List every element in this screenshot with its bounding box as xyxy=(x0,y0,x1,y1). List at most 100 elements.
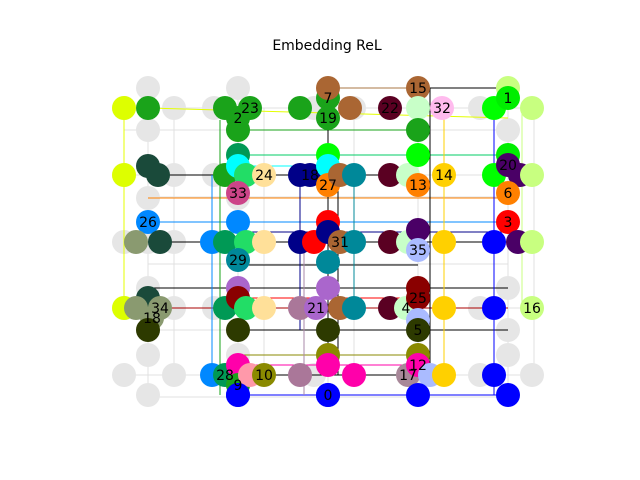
embedded-node xyxy=(406,218,430,242)
embedded-node xyxy=(378,163,402,187)
embedded-node xyxy=(432,230,456,254)
embedded-node xyxy=(520,163,544,187)
embedded-node xyxy=(496,181,520,205)
embedded-node xyxy=(226,118,250,142)
embedded-node xyxy=(520,96,544,120)
embedded-node xyxy=(406,118,430,142)
node-label: 27 xyxy=(319,178,337,194)
lattice-node xyxy=(136,383,160,407)
lattice-node xyxy=(496,118,520,142)
embedded-node xyxy=(432,163,456,187)
embedded-node xyxy=(226,318,250,342)
embedded-node xyxy=(234,296,258,320)
lattice-node xyxy=(112,363,136,387)
node-label: 14 xyxy=(435,168,453,184)
embedded-node xyxy=(406,286,430,310)
node-label: 21 xyxy=(307,301,325,317)
node-label: 16 xyxy=(523,301,541,317)
embedded-node xyxy=(226,210,250,234)
node-label: 35 xyxy=(409,243,427,259)
lattice-node xyxy=(136,343,160,367)
embedded-node xyxy=(288,363,312,387)
embedded-node xyxy=(234,163,258,187)
embedded-node xyxy=(378,230,402,254)
embedded-node xyxy=(496,383,520,407)
node-label: 33 xyxy=(229,186,247,202)
embedded-node xyxy=(112,96,136,120)
embedded-node xyxy=(226,181,250,205)
node-label: 22 xyxy=(381,101,399,117)
embedded-node xyxy=(406,76,430,100)
embedded-node xyxy=(520,296,544,320)
node-label: 3 xyxy=(504,215,513,231)
embedded-node xyxy=(406,143,430,167)
node-label: 5 xyxy=(414,323,423,339)
node-label: 26 xyxy=(139,215,157,231)
embedded-node xyxy=(430,96,454,120)
embedded-node xyxy=(406,238,430,262)
embedded-node xyxy=(136,318,160,342)
node-label: 13 xyxy=(409,178,427,194)
embedded-node xyxy=(146,163,170,187)
lattice-node xyxy=(496,343,520,367)
embedded-node xyxy=(148,296,172,320)
node-label: 18 xyxy=(143,311,161,327)
embedded-node xyxy=(136,96,160,120)
lattice-node xyxy=(136,118,160,142)
embedded-node xyxy=(316,383,340,407)
embedded-node xyxy=(496,86,520,110)
embedded-node xyxy=(252,296,276,320)
node-label: 29 xyxy=(229,253,247,269)
embedded-node xyxy=(226,383,250,407)
node-label: 1 xyxy=(504,91,513,107)
lattice-node xyxy=(162,363,186,387)
embedded-node xyxy=(342,363,366,387)
node-label: 0 xyxy=(324,388,333,404)
embedded-node xyxy=(338,96,362,120)
embedded-node xyxy=(136,210,160,234)
lattice-node xyxy=(162,96,186,120)
node-label: 10 xyxy=(255,368,273,384)
node-label: 7 xyxy=(324,91,333,107)
node-label: 24 xyxy=(255,168,273,184)
node-label: 34 xyxy=(151,301,169,317)
node-label: 4 xyxy=(402,301,411,317)
embedded-node xyxy=(432,363,456,387)
embedded-node xyxy=(226,248,250,272)
embedded-node xyxy=(342,296,366,320)
lattice-node xyxy=(226,76,250,100)
embedded-node xyxy=(378,96,402,120)
embedded-node xyxy=(288,96,312,120)
node-label: 9 xyxy=(234,378,243,394)
node-label: 23 xyxy=(241,101,259,117)
embedded-node xyxy=(496,210,520,234)
node-label: 20 xyxy=(499,158,517,174)
embedded-node xyxy=(342,230,366,254)
embedded-node xyxy=(234,230,258,254)
node-label: 18 xyxy=(301,168,319,184)
embedded-node xyxy=(316,106,340,130)
embedded-node xyxy=(316,250,340,274)
lattice-node xyxy=(520,363,544,387)
embedded-node xyxy=(298,163,322,187)
node-label: 15 xyxy=(409,81,427,97)
node-label: 32 xyxy=(433,101,451,117)
embedded-node xyxy=(316,318,340,342)
node-label: 17 xyxy=(399,368,417,384)
lattice-node xyxy=(136,76,160,100)
node-label: 19 xyxy=(319,111,337,127)
embedded-node xyxy=(482,230,506,254)
embedded-node xyxy=(148,230,172,254)
embedded-node xyxy=(406,318,430,342)
embedded-node xyxy=(213,230,237,254)
node-label: 31 xyxy=(331,235,349,251)
embedded-node xyxy=(342,163,366,187)
node-label: 6 xyxy=(504,186,513,202)
embedded-node xyxy=(406,96,430,120)
embedded-node xyxy=(252,230,276,254)
embedded-node xyxy=(252,363,276,387)
embedded-node xyxy=(124,230,148,254)
embedded-node xyxy=(406,173,430,197)
figure-title: Embedding ReL xyxy=(272,38,382,54)
